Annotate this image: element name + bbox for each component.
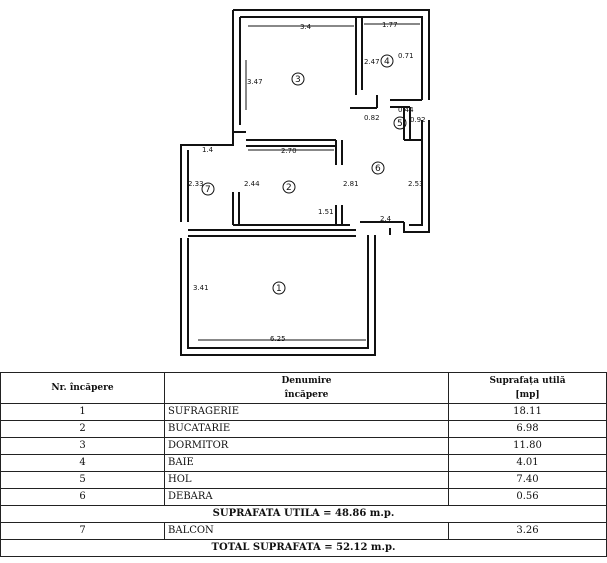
header-name: Denumire încăpere [164,372,449,404]
grand-total: TOTAL SUPRAFATA = 52.12 m.p. [0,539,607,557]
table-row: 5 HOL 7.40 [0,471,607,489]
dim-hol-right: 2.53 [408,180,424,188]
table-row: 4 BAIE 4.01 [0,454,607,472]
wall-hol-top [246,139,336,147]
wall-kitchen-hol [232,140,350,226]
room-marker-1 [272,281,286,295]
dim-living-height: 3.41 [193,284,209,292]
row-name: HOL [164,471,449,489]
table-header: Nr. încăpere Denumire încăpere Suprafața… [0,372,607,404]
row-name: BAIE [164,454,449,472]
wall-outer-inner [187,16,423,349]
dim-dormitor-height: 3.47 [247,78,263,86]
header-name-line1: Denumire [281,376,332,386]
room-marker-7 [201,182,215,196]
row-name: SUFRAGERIE [164,403,449,421]
row-nr: 3 [0,437,165,455]
header-name-line2: încăpere [284,390,329,400]
table-row: 6 DEBARA 0.56 [0,488,607,506]
dim-bath-small: 0.71 [398,52,414,60]
room-number-2: 2 [286,183,292,193]
table-row: 3 DORMITOR 11.80 [0,437,607,455]
wall-living-top [188,221,404,237]
row-nr: 4 [0,454,165,472]
room-number-5: 5 [397,119,403,129]
balcony-name: BALCON [164,522,449,540]
dim-bath-depth: 2.47 [364,58,380,66]
dim-kitchen-top: 1.4 [202,146,214,154]
table-row: 2 BUCATARIE 6.98 [0,420,607,438]
row-area: 7.40 [448,471,607,489]
dim-bath-width: 1.77 [382,21,398,29]
row-area: 18.11 [448,403,607,421]
dim-hall-small-1: 0.44 [398,106,414,114]
wall-outer [180,9,430,356]
room-marker-4 [380,54,394,68]
room-marker-3 [291,72,305,86]
dim-hol-top: 2.70 [281,147,297,155]
dim-hol-bottom: 2.4 [380,215,392,223]
row-nr: 5 [0,471,165,489]
room-marker-5 [393,116,407,130]
floor-plan: 3.4 1.77 2.47 0.71 0.44 0.92 0.82 3.47 1… [180,9,430,356]
room-number-3: 3 [295,75,301,85]
wall-debara [390,99,422,141]
room-number-7: 7 [205,185,211,195]
area-table: Nr. încăpere Denumire încăpere Suprafața… [0,372,607,557]
header-area-line2: [mp] [515,390,540,400]
row-name: DORMITOR [164,437,449,455]
dim-kitchen-inner: 2.44 [244,180,260,188]
room-number-1: 1 [276,284,282,294]
row-name: BUCATARIE [164,420,449,438]
grand-total-row: TOTAL SUPRAFATA = 52.12 m.p. [0,539,607,557]
dim-small-wall: 1.51 [318,208,334,216]
balcony-nr: 7 [0,522,165,540]
row-area: 6.98 [448,420,607,438]
balcony-area: 3.26 [448,522,607,540]
row-nr: 2 [0,420,165,438]
table-row: 1 SUFRAGERIE 18.11 [0,403,607,421]
room-number-4: 4 [384,57,390,67]
row-area: 4.01 [448,454,607,472]
room-marker-6 [371,161,385,175]
room-marker-2 [282,180,296,194]
dim-hol-inner: 2.81 [343,180,359,188]
header-area-line1: Suprafața utilă [489,376,566,386]
dim-debara-door: 0.82 [364,114,380,122]
row-name: DEBARA [164,488,449,506]
useful-total-row: SUPRAFATA UTILA = 48.86 m.p. [0,505,607,523]
dim-kitchen-side: 2.33 [188,180,204,188]
row-area: 11.80 [448,437,607,455]
row-nr: 6 [0,488,165,506]
row-nr: 1 [0,403,165,421]
dim-living-width: 6.25 [270,335,286,343]
room-number-6: 6 [375,164,381,174]
header-nr: Nr. încăpere [0,372,165,404]
row-area: 0.56 [448,488,607,506]
table-row: 7 BALCON 3.26 [0,522,607,540]
useful-total: SUPRAFATA UTILA = 48.86 m.p. [0,505,607,523]
dim-dormitor-width: 3.4 [300,23,312,31]
dim-hall-small-2: 0.92 [410,116,426,124]
wall-bedroom-bath [350,17,378,109]
header-area: Suprafața utilă [mp] [448,372,607,404]
